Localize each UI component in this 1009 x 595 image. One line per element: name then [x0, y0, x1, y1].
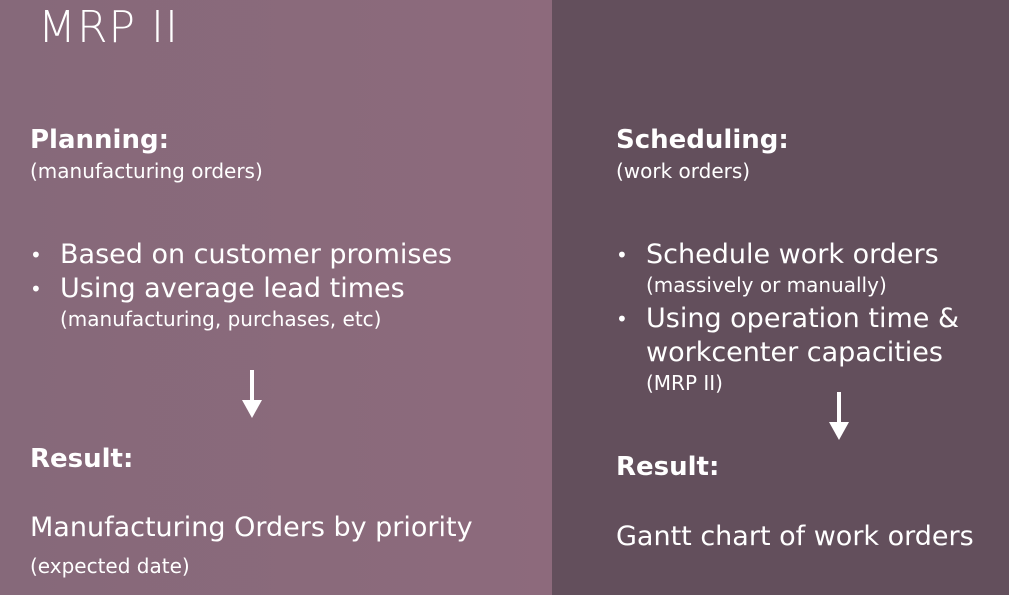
- scheduling-panel: [552, 0, 1009, 595]
- bullet-icon: •: [616, 243, 628, 267]
- scheduling-bullet-item: • Schedule work orders (massively or man…: [616, 238, 996, 298]
- scheduling-heading: Scheduling:: [616, 125, 789, 155]
- planning-bullet-item: • Using average lead times (manufacturin…: [30, 272, 530, 332]
- scheduling-subheading: (work orders): [616, 159, 751, 183]
- planning-panel: [0, 0, 552, 595]
- planning-result-heading: Result:: [30, 444, 134, 474]
- planning-subheading: (manufacturing orders): [30, 159, 263, 183]
- scheduling-bullet-text: Using operation time & workcenter capaci…: [646, 303, 960, 368]
- bullet-icon: •: [30, 277, 42, 301]
- scheduling-result-text: Gantt chart of work orders: [616, 521, 974, 552]
- planning-result-note: (expected date): [30, 554, 190, 578]
- planning-bullet-list: • Based on customer promises • Using ave…: [30, 238, 530, 336]
- planning-bullet-text: Based on customer promises: [60, 239, 453, 270]
- down-arrow-icon: [829, 392, 849, 442]
- scheduling-bullet-note: (massively or manually): [646, 273, 887, 297]
- planning-bullet-text: Using average lead times: [60, 273, 405, 304]
- planning-bullet-item: • Based on customer promises: [30, 238, 530, 272]
- planning-bullet-note: (manufacturing, purchases, etc): [60, 307, 382, 331]
- scheduling-result-heading: Result:: [616, 452, 720, 482]
- bullet-icon: •: [616, 307, 628, 331]
- scheduling-bullet-list: • Schedule work orders (massively or man…: [616, 238, 996, 400]
- slide-title: MRP II: [38, 2, 180, 53]
- bullet-icon: •: [30, 243, 42, 267]
- scheduling-bullet-item: • Using operation time & workcenter capa…: [616, 302, 996, 396]
- planning-result-text: Manufacturing Orders by priority: [30, 512, 473, 543]
- scheduling-bullet-text: Schedule work orders: [646, 239, 939, 270]
- down-arrow-icon: [242, 370, 262, 420]
- planning-heading: Planning:: [30, 125, 169, 155]
- scheduling-bullet-note: (MRP II): [646, 371, 723, 395]
